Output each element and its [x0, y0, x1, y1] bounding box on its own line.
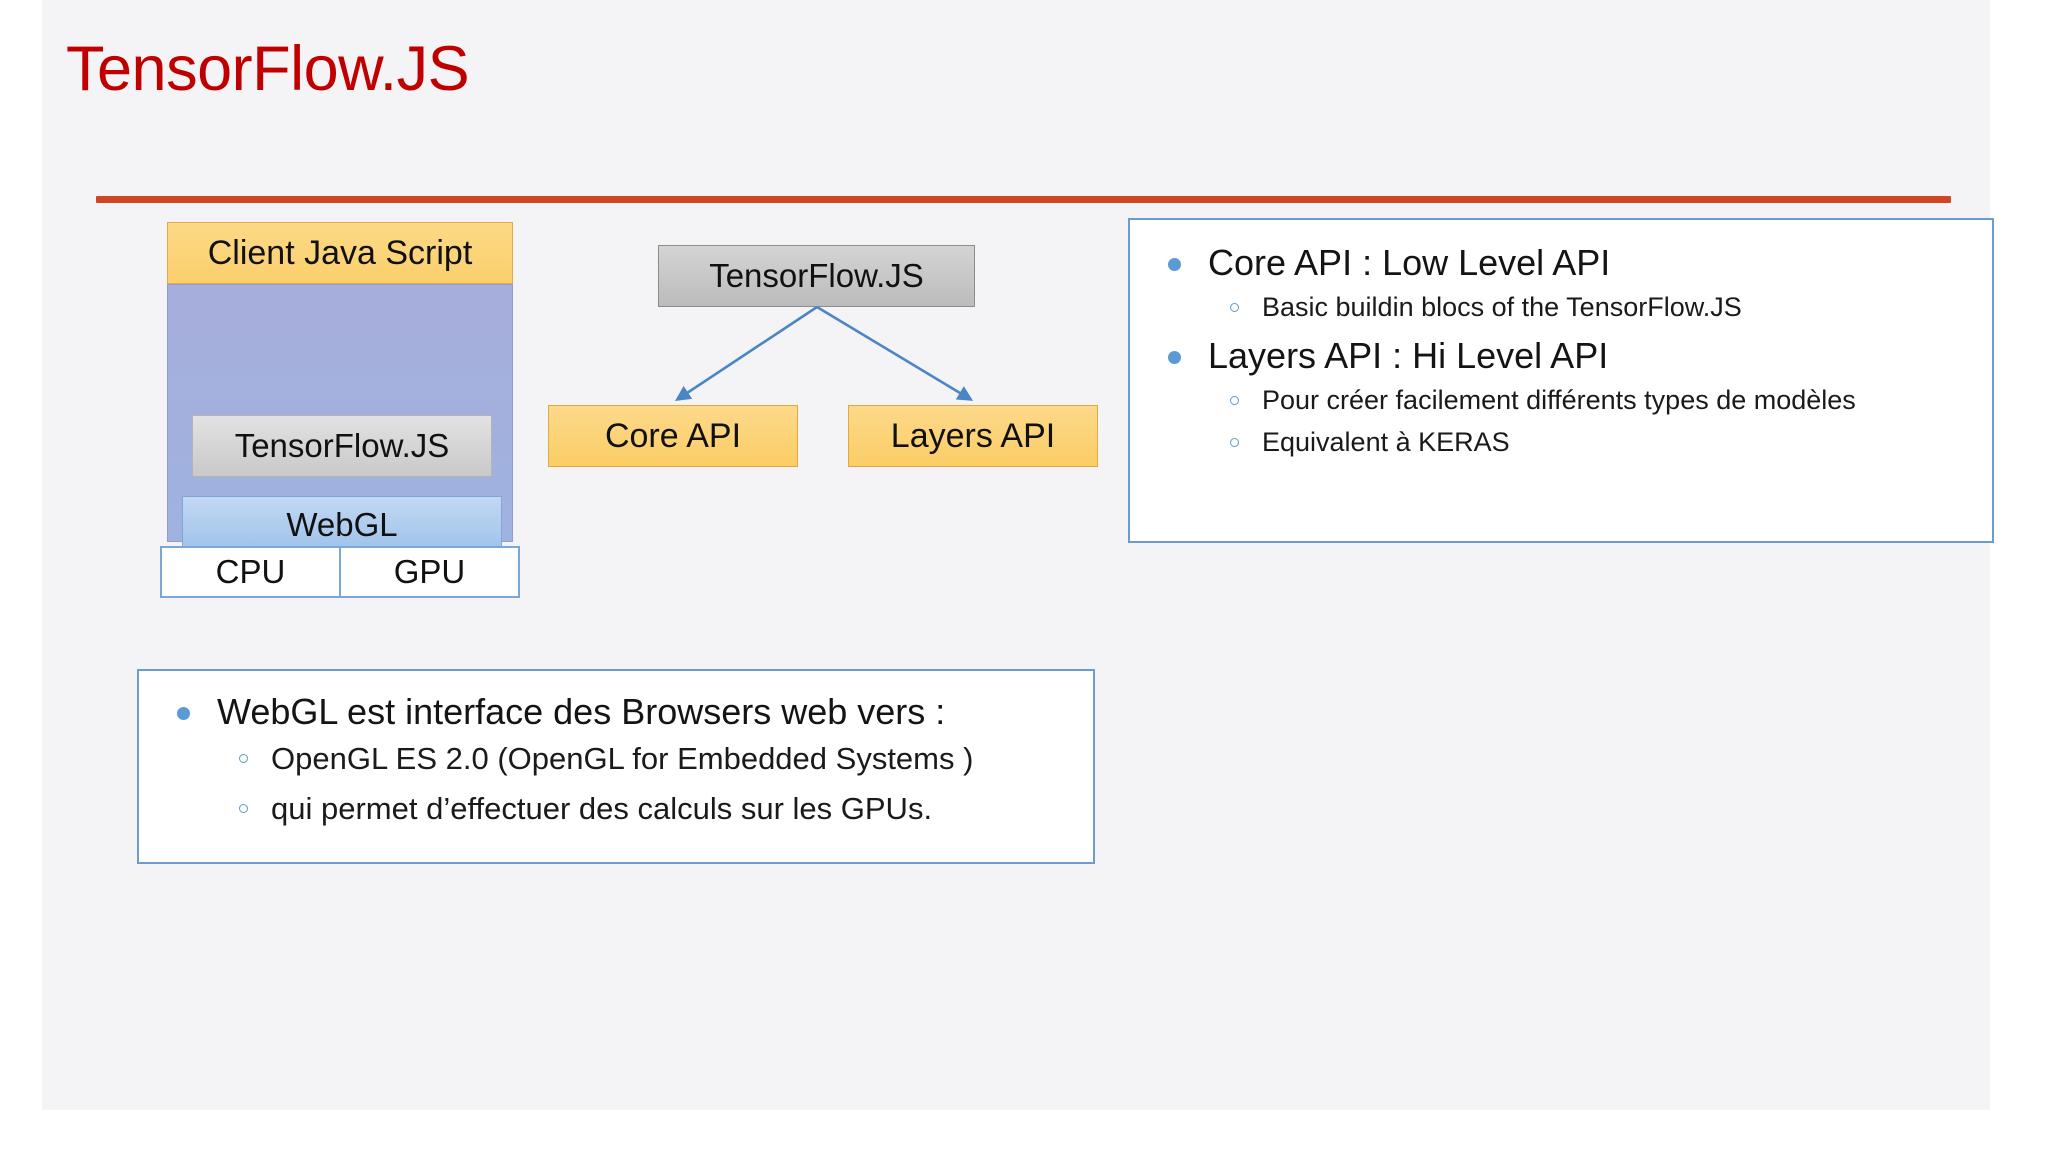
- arrow-to-core-api: [674, 305, 818, 402]
- flow-root-label: TensorFlow.JS: [709, 257, 924, 294]
- sub-bullet-circle-icon: [1230, 437, 1239, 447]
- webgl-label: WebGL: [286, 506, 398, 543]
- cpu-box: CPU: [160, 546, 341, 598]
- layers-api-label: Layers API: [890, 416, 1056, 455]
- tensorflowjs-runtime-box: TensorFlow.JS: [192, 415, 492, 477]
- title-divider: [96, 196, 1951, 203]
- sub-bullet-text: OpenGL ES 2.0 (OpenGL for Embedded Syste…: [271, 740, 974, 776]
- core-api-box: Core API: [548, 405, 798, 467]
- sub-bullet-circle-icon: [239, 753, 248, 763]
- api-sublist: Pour créer facilement différents types d…: [1208, 383, 1966, 460]
- list-item: Equivalent à KERAS: [1208, 425, 1966, 460]
- webgl-sublist: OpenGL ES 2.0 (OpenGL for Embedded Syste…: [217, 739, 1067, 830]
- sub-bullet-circle-icon: [239, 804, 248, 814]
- layers-api-box: Layers API: [848, 405, 1098, 467]
- api-sublist: Basic buildin blocs of the TensorFlow.JS: [1208, 290, 1966, 325]
- tensorflowjs-runtime-label: TensorFlow.JS: [234, 427, 450, 464]
- bullet-dot-icon: [1168, 350, 1181, 364]
- list-item: Core API : Low Level API Basic buildin b…: [1156, 242, 1966, 325]
- flow-arrows: [674, 305, 974, 402]
- core-api-label: Core API: [604, 416, 742, 455]
- client-javascript-box: Client Java Script: [167, 222, 513, 284]
- page-title: TensorFlow.JS: [66, 34, 470, 104]
- gpu-label: GPU: [393, 553, 466, 590]
- list-item: Pour créer facilement différents types d…: [1208, 383, 1966, 418]
- browser-runtime-container: TensorFlow.JS WebGL: [167, 284, 513, 554]
- sub-bullet-text: qui permet d’effectuer des calculs sur l…: [271, 791, 933, 827]
- webgl-description-panel: WebGL est interface des Browsers web ver…: [137, 669, 1095, 864]
- bullet-text: WebGL est interface des Browsers web ver…: [217, 691, 946, 732]
- sub-bullet-circle-icon: [1230, 302, 1239, 312]
- sub-bullet-text: Pour créer facilement différents types d…: [1262, 384, 1856, 415]
- hardware-row: CPU GPU: [160, 546, 520, 598]
- webgl-box: WebGL: [182, 496, 502, 554]
- bullet-text: Layers API : Hi Level API: [1208, 334, 1609, 376]
- bullet-dot-icon: [177, 707, 190, 720]
- bullet-text: Core API : Low Level API: [1208, 242, 1611, 283]
- cpu-label: CPU: [215, 553, 286, 590]
- list-item: WebGL est interface des Browsers web ver…: [165, 691, 1067, 829]
- api-flow-chart: TensorFlow.JS Core API Layers API: [542, 245, 1112, 485]
- list-item: OpenGL ES 2.0 (OpenGL for Embedded Syste…: [217, 739, 1067, 779]
- gpu-box: GPU: [339, 546, 520, 598]
- arrow-to-layers-api: [816, 305, 974, 401]
- list-item: Layers API : Hi Level API Pour créer fac…: [1156, 335, 1966, 460]
- client-javascript-label: Client Java Script: [207, 233, 473, 272]
- webgl-bullet-list: WebGL est interface des Browsers web ver…: [165, 691, 1067, 829]
- api-description-panel: Core API : Low Level API Basic buildin b…: [1128, 218, 1994, 543]
- sub-bullet-text: Basic buildin blocs of the TensorFlow.JS: [1262, 291, 1742, 322]
- sub-bullet-circle-icon: [1230, 395, 1239, 405]
- architecture-stack-diagram: Client Java Script TensorFlow.JS WebGL C…: [160, 222, 520, 612]
- flow-root-box: TensorFlow.JS: [658, 245, 975, 307]
- api-bullet-list: Core API : Low Level API Basic buildin b…: [1156, 242, 1966, 460]
- list-item: qui permet d’effectuer des calculs sur l…: [217, 789, 1067, 829]
- slide-canvas: TensorFlow.JS Client Java Script TensorF…: [42, 0, 1994, 1110]
- list-item: Basic buildin blocs of the TensorFlow.JS: [1208, 290, 1966, 325]
- sub-bullet-text: Equivalent à KERAS: [1262, 426, 1510, 457]
- bullet-dot-icon: [1168, 258, 1181, 271]
